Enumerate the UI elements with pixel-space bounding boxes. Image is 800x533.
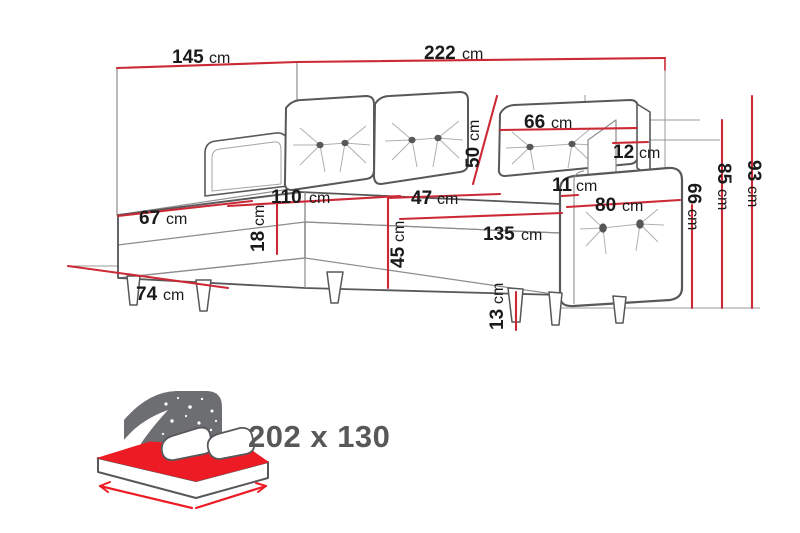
dim-value-18: 18 bbox=[248, 231, 269, 252]
dimension-label-47: 47 cm bbox=[411, 188, 458, 209]
dim-value-85: 85 bbox=[713, 163, 734, 185]
dim-unit-80: cm bbox=[622, 198, 643, 215]
dimension-label-135: 135 cm bbox=[483, 224, 542, 245]
dim-unit-66: cm bbox=[551, 115, 572, 132]
armrest-buttons bbox=[599, 219, 644, 233]
bed-dimension-arrows bbox=[98, 481, 268, 510]
dimension-label-12: 12 cm bbox=[613, 142, 660, 163]
dimline-74 bbox=[66, 264, 230, 290]
dimension-label-13: 13 cm bbox=[487, 283, 508, 330]
dim-value-80: 80 bbox=[595, 195, 616, 216]
dimension-label-66: 66 cm bbox=[524, 112, 572, 133]
chaise-backrest bbox=[204, 132, 289, 197]
dim-unit-12: cm bbox=[639, 145, 660, 162]
dim-value-110: 110 bbox=[271, 187, 302, 208]
dim-value-47: 47 bbox=[411, 188, 432, 209]
leg-front-right bbox=[195, 279, 212, 312]
dimline-66 bbox=[498, 126, 639, 132]
dim-value-222: 222 bbox=[424, 43, 456, 64]
dim-value-13: 13 bbox=[487, 309, 508, 330]
dimline-50 bbox=[471, 94, 499, 186]
dimension-label-18: 18 cm bbox=[248, 205, 269, 252]
leg-center-back bbox=[548, 291, 563, 326]
dimension-label-85: 85 cm bbox=[713, 163, 734, 210]
dim-unit-93: cm bbox=[744, 186, 761, 207]
cushion-tufting bbox=[293, 120, 597, 173]
armrest-tufting bbox=[579, 208, 665, 255]
dim-value-67: 67 bbox=[139, 208, 160, 229]
dimension-label-74: 74 cm bbox=[136, 284, 184, 305]
dim-unit-110: cm bbox=[309, 190, 330, 207]
dim-unit-85: cm bbox=[714, 189, 731, 210]
dim-value-74: 74 bbox=[136, 284, 158, 305]
dim-value-50: 50 bbox=[463, 147, 484, 168]
dimline-135 bbox=[398, 211, 564, 221]
bed-size-label: 202 x 130 bbox=[248, 419, 390, 454]
dimension-label-145: 145 cm bbox=[172, 47, 230, 68]
dim-unit-18: cm bbox=[251, 205, 268, 226]
dim-value-66v: 66 bbox=[683, 183, 704, 204]
dimension-label-66v: 66 cm bbox=[683, 183, 704, 230]
dimension-label-11: 11 cm bbox=[552, 175, 597, 196]
dim-unit-11: cm bbox=[576, 178, 597, 195]
dim-value-93: 93 bbox=[743, 160, 764, 181]
dimline-145 bbox=[115, 60, 299, 70]
dim-value-145: 145 bbox=[172, 47, 204, 68]
leg-chaise-right bbox=[326, 271, 344, 304]
dimension-label-93: 93 cm bbox=[743, 160, 764, 207]
dim-unit-13: cm bbox=[490, 283, 507, 304]
dimline-110 bbox=[226, 194, 402, 208]
sofa-illustration bbox=[116, 61, 684, 326]
dim-value-11: 11 bbox=[552, 175, 573, 196]
dim-unit-67: cm bbox=[166, 211, 187, 228]
dimension-label-222: 222 cm bbox=[424, 43, 483, 64]
dim-unit-47: cm bbox=[437, 191, 458, 208]
dim-unit-66v: cm bbox=[684, 209, 701, 230]
dim-unit-135: cm bbox=[521, 227, 542, 244]
dimline-47 bbox=[386, 192, 502, 200]
dimline-11 bbox=[560, 193, 580, 198]
sofa-legs bbox=[126, 271, 627, 326]
dimension-lines bbox=[66, 56, 754, 332]
dim-unit-74: cm bbox=[163, 287, 184, 304]
dim-value-45: 45 bbox=[388, 246, 409, 268]
dim-unit-145: cm bbox=[209, 50, 230, 67]
dim-unit-222: cm bbox=[462, 46, 483, 63]
dimline-67 bbox=[116, 199, 254, 218]
leg-right-front bbox=[612, 295, 627, 324]
bed-icon: 202 x 130 bbox=[96, 391, 390, 510]
dim-value-135: 135 bbox=[483, 224, 515, 245]
dimension-label-80: 80 cm bbox=[595, 195, 643, 216]
dimline-12 bbox=[611, 140, 650, 145]
dimension-label-50: 50 cm bbox=[463, 120, 484, 168]
dimension-label-110: 110 cm bbox=[271, 187, 330, 208]
pillows bbox=[160, 426, 255, 461]
dimension-label-67: 67 cm bbox=[139, 208, 187, 229]
dim-unit-50: cm bbox=[466, 120, 483, 141]
dimline-80 bbox=[565, 198, 682, 209]
dimension-label-45: 45 cm bbox=[388, 221, 409, 268]
dimline-222 bbox=[295, 56, 667, 64]
dim-value-66: 66 bbox=[524, 112, 545, 133]
cushion-buttons bbox=[316, 134, 576, 151]
dim-unit-45: cm bbox=[391, 221, 408, 242]
dim-value-12: 12 bbox=[613, 142, 634, 163]
